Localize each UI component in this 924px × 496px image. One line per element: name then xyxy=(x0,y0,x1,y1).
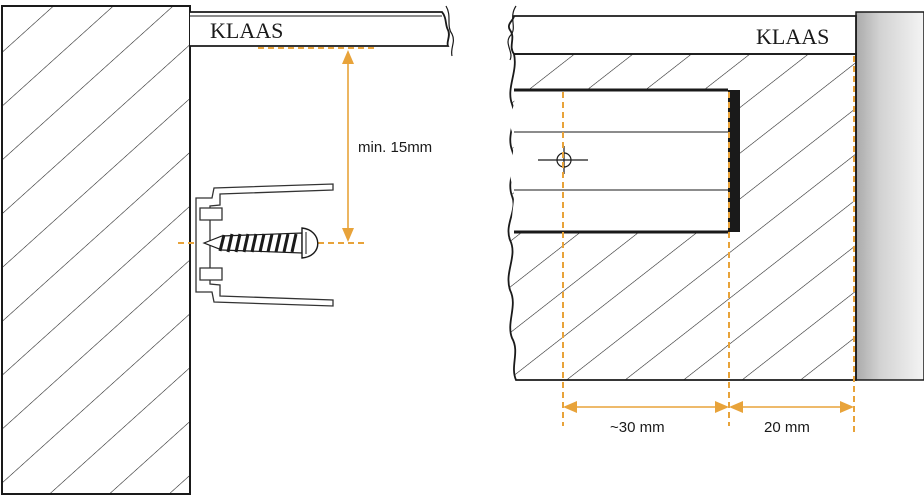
clearance-dimension: min. 15mm xyxy=(342,50,432,242)
plank-label-right: KLAAS xyxy=(756,24,829,49)
clearance-label: min. 15mm xyxy=(358,139,432,156)
top-plank-right: KLAAS xyxy=(507,5,857,61)
top-plank: KLAAS xyxy=(190,5,455,57)
right-panel: KLAAS ~30 mm xyxy=(507,5,924,436)
depth-label: ~30 mm xyxy=(610,419,665,436)
gray-wall xyxy=(855,11,924,381)
plank-label-left: KLAAS xyxy=(210,18,283,43)
left-panel: KLAAS min. 15mm xyxy=(1,5,455,495)
depth-dimension: ~30 mm xyxy=(563,401,729,436)
offset-label: 20 mm xyxy=(764,419,810,436)
screw xyxy=(202,227,319,259)
offset-dimension: 20 mm xyxy=(729,401,854,436)
mounting-clip xyxy=(195,183,334,307)
hatched-wall xyxy=(1,5,191,495)
mortise-channel xyxy=(510,88,740,234)
